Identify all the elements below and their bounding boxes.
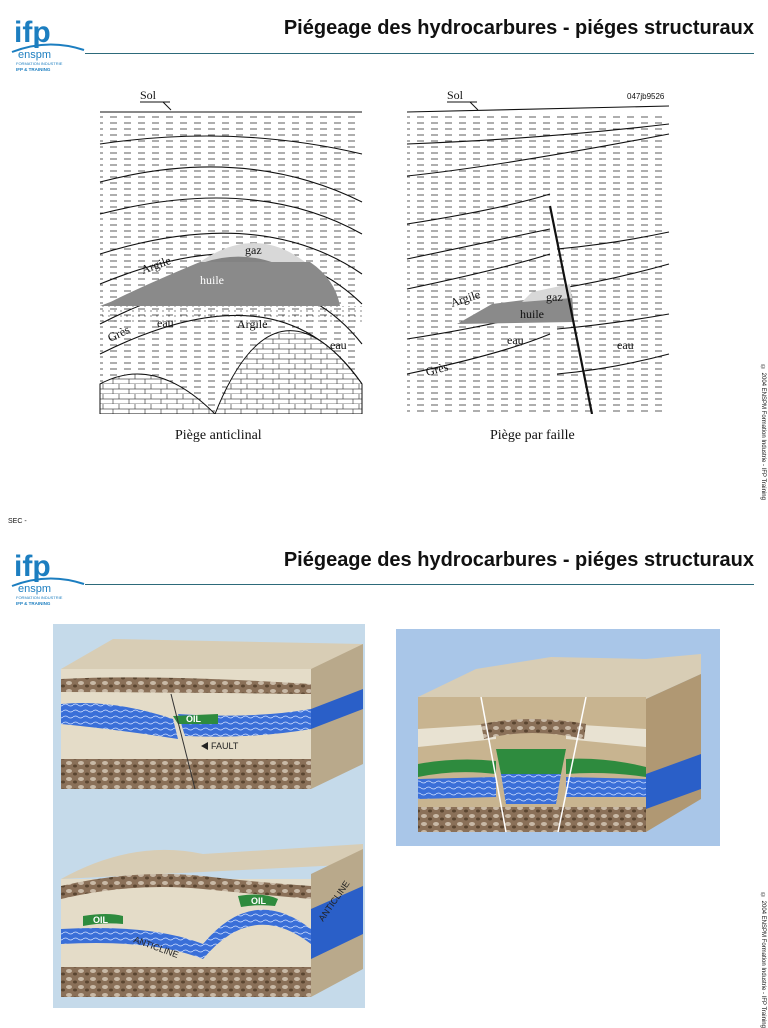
fault-trap-figure: Sol 047jb9526 gaz huile Argile Grès eau … [406,88,670,414]
label-huile: huile [520,307,544,321]
label-argile-bottom: Argile [237,317,267,331]
header-rule [85,584,754,585]
label-gres: Grès [424,359,450,378]
slide-1: ifp enspm FORMATION INDUSTRIE IFP & TRAI… [0,0,768,512]
block-diagram-graben [396,629,720,846]
label-oil-right: OIL [251,896,267,906]
svg-text:IFP & TRAINING: IFP & TRAINING [16,601,51,606]
label-eau-left: eau [507,333,524,347]
svg-text:ifp: ifp [14,16,51,49]
label-oil-left: OIL [93,915,109,925]
slide-2: ifp enspm FORMATION INDUSTRIE IFP & TRAI… [0,538,768,1028]
ifp-enspm-logo: ifp enspm FORMATION INDUSTRIE IFP & TRAI… [11,550,85,606]
copyright: © 2004 ENSPM Formation Industrie - IFP T… [760,365,766,500]
svg-text:FORMATION INDUSTRIE: FORMATION INDUSTRIE [16,61,63,66]
header-rule [85,53,754,54]
svg-text:Sol: Sol [447,88,464,102]
svg-text:Sol: Sol [140,88,157,102]
ifp-enspm-logo: ifp enspm FORMATION INDUSTRIE IFP & TRAI… [11,16,85,72]
copyright: © 2004 ENSPM Formation Industrie - IFP T… [760,893,766,1028]
label-huile: huile [200,273,224,287]
label-gaz: gaz [546,290,563,304]
svg-text:enspm: enspm [18,49,51,61]
caption-fault: Piège par faille [490,428,575,443]
anticline-trap-figure: Sol gaz huile Argile Argile Grès eau eau [99,88,363,414]
label-gaz: gaz [245,243,262,257]
label-eau-right: eau [617,338,634,352]
svg-text:FORMATION INDUSTRIE: FORMATION INDUSTRIE [16,595,63,600]
svg-text:enspm: enspm [18,583,51,595]
caption-anticline: Piège anticlinal [175,428,262,443]
block-diagrams-fault-anticline: OIL FAULT OIL OIL ANTICLINE ANTICLINE [53,624,365,1008]
svg-text:ifp: ifp [14,550,51,583]
label-eau-right: eau [330,338,347,352]
label-oil: OIL [186,714,202,724]
label-eau-left: eau [157,316,174,330]
slide-title: Piégeage des hydrocarbures - piéges stru… [283,549,754,571]
svg-text:IFP & TRAINING: IFP & TRAINING [16,67,51,72]
figure-ref: 047jb9526 [627,92,665,101]
slide-title: Piégeage des hydrocarbures - piéges stru… [283,17,754,39]
label-fault: FAULT [211,741,239,751]
footer-sec: SEC - [8,518,27,525]
